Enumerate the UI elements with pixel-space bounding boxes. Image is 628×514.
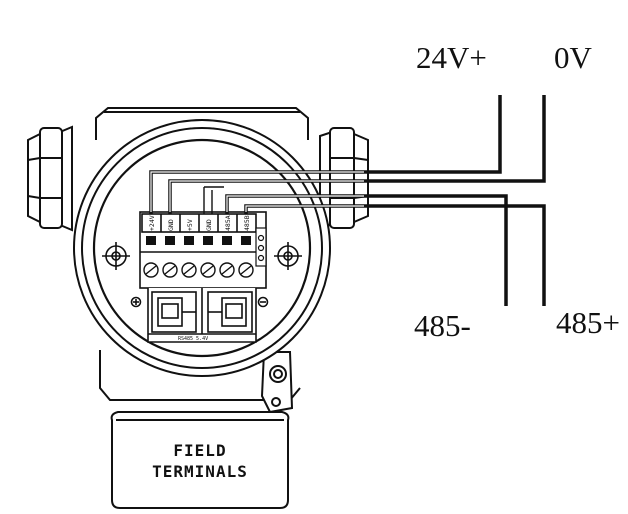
- terminal-block: [139, 211, 267, 289]
- terminal-screw: [238, 262, 254, 278]
- mounting-screw-right: [274, 242, 302, 270]
- pin-label: +5V: [186, 219, 194, 231]
- field-terminals-label-line1: FIELD: [173, 441, 226, 460]
- terminal-screw: [219, 262, 235, 278]
- pin-labels: +24V GND +5V GND 485A 485B: [148, 215, 251, 231]
- label-0v: 0V: [554, 40, 593, 75]
- mounting-screw-left: [102, 242, 130, 270]
- pin-label: +24V: [148, 215, 156, 231]
- cover-middle-ring: [81, 127, 323, 369]
- pin-label: GND: [167, 219, 175, 231]
- pin-label: GND: [205, 219, 213, 231]
- pin-label: 485A: [224, 215, 232, 231]
- left-cable-gland: [27, 125, 73, 232]
- label-485-minus: 485-: [414, 308, 471, 343]
- connector-left: [151, 291, 197, 333]
- terminal-screws: [143, 262, 254, 278]
- terminal-screw: [200, 262, 216, 278]
- connector-right: [207, 291, 253, 333]
- cover-inner-ring: [92, 138, 312, 358]
- right-cable-gland: [319, 127, 369, 229]
- pressure-connector: [260, 351, 294, 414]
- terminal-screw: [143, 262, 159, 278]
- field-terminals-label-line2: TERMINALS: [152, 462, 248, 481]
- label-485-plus: 485+: [556, 305, 620, 340]
- status-dots: [255, 227, 267, 267]
- pin-sockets: [146, 236, 251, 245]
- terminal-screw: [181, 262, 197, 278]
- inner-wire-stubs: [203, 186, 224, 214]
- pin-label: 485B: [243, 215, 251, 231]
- board-label: RS485 5.4V: [178, 336, 208, 342]
- terminal-screw: [162, 262, 178, 278]
- field-terminals-cap: [110, 411, 290, 509]
- wire-insulation: [150, 171, 364, 212]
- label-24v-plus: 24V+: [416, 40, 487, 75]
